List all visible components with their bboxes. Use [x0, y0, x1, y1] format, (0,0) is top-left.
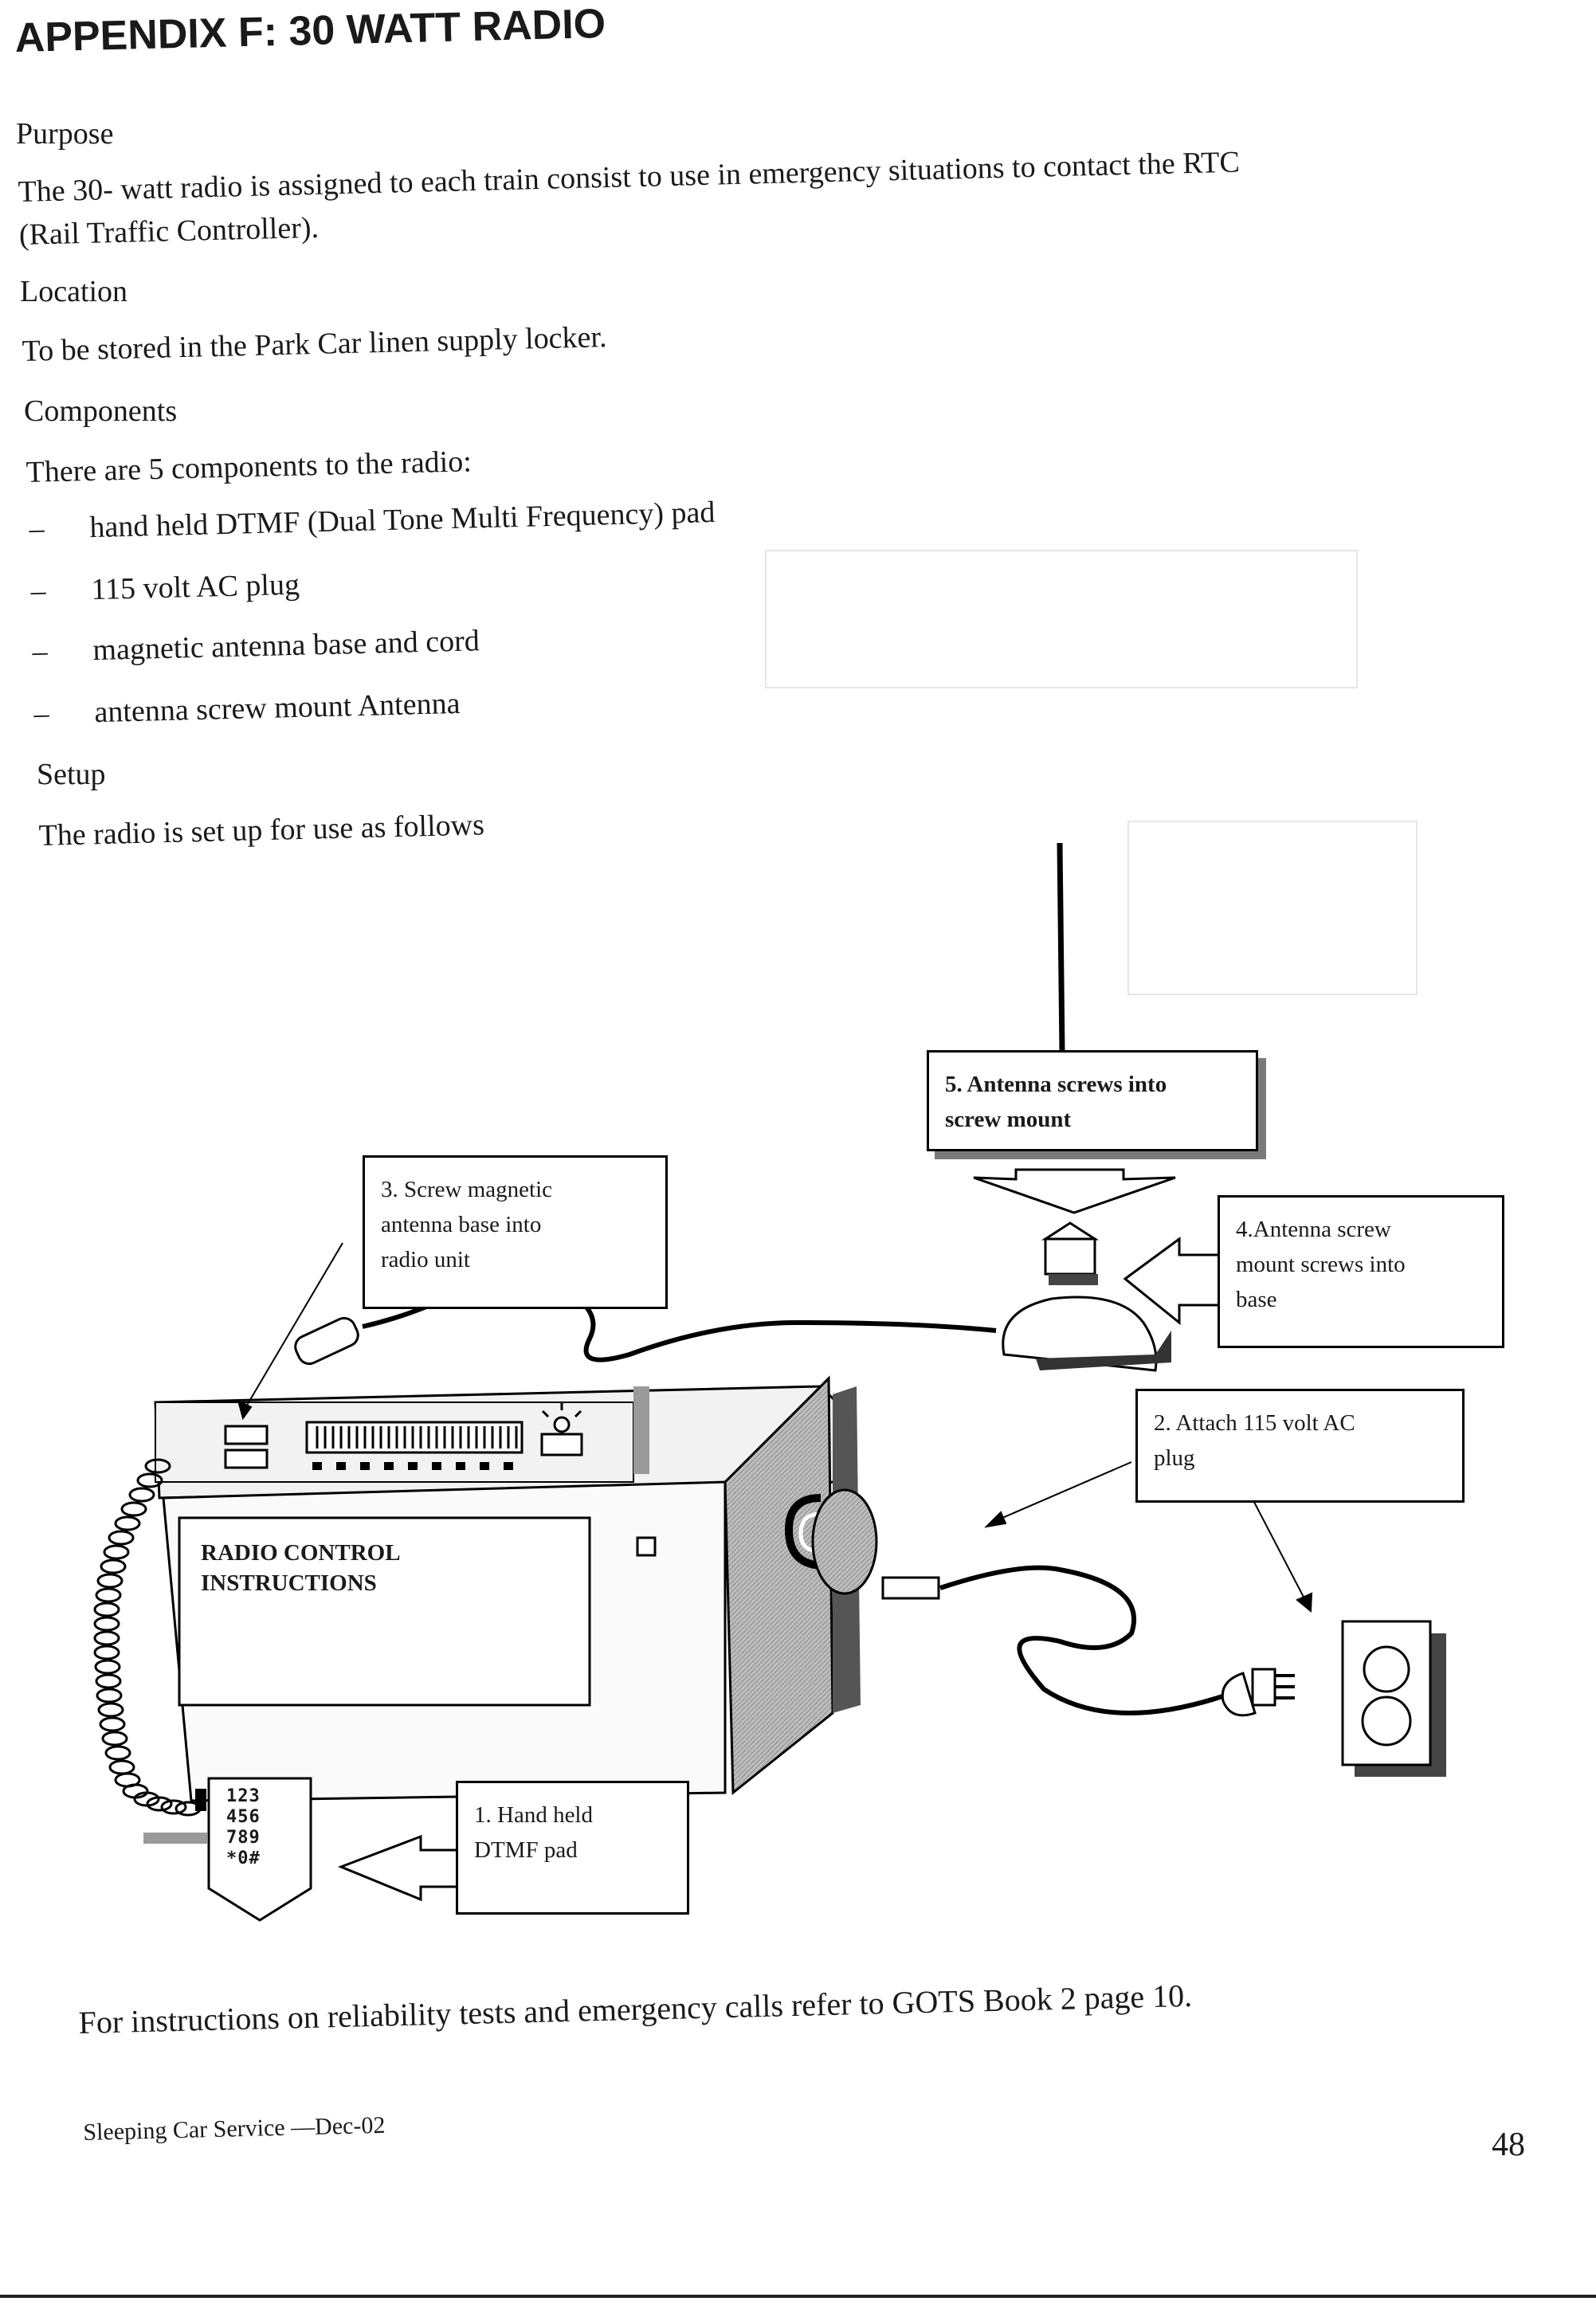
small-switch	[636, 1536, 657, 1557]
ac-plug-icon	[1221, 1668, 1295, 1717]
callout-line: base	[1236, 1287, 1277, 1312]
callout-line: antenna base into	[381, 1212, 542, 1237]
keypad-row: 123	[226, 1786, 261, 1806]
keypad-row: 789	[226, 1828, 261, 1848]
purpose-heading: Purpose	[16, 117, 114, 151]
location-heading: Location	[20, 275, 128, 308]
ac-socket-inner	[798, 1511, 822, 1554]
callout-line: 3. Screw magnetic	[381, 1177, 553, 1202]
components-heading: Components	[24, 394, 178, 428]
callout-line: 5. Antenna screws into	[945, 1072, 1167, 1097]
callout-pointer-step2	[984, 1461, 1313, 1613]
panel-line: INSTRUCTIONS	[201, 1570, 377, 1596]
ac-plug-grommet	[811, 1488, 878, 1595]
wall-outlet-icon	[1341, 1620, 1446, 1777]
screw-mount	[1044, 1237, 1096, 1276]
callout-line: mount screws into	[1236, 1252, 1406, 1277]
radio-button	[224, 1425, 269, 1445]
setup-heading: Setup	[37, 758, 106, 791]
callout-step-5: 5. Antenna screws into screw mount	[927, 1050, 1258, 1151]
callout-pointer-step3	[237, 1242, 343, 1421]
bottom-rule	[0, 2295, 1596, 2298]
keypad-row: *0#	[226, 1848, 261, 1868]
callout-line: 1. Hand held	[474, 1802, 593, 1828]
bleed-through-box	[765, 550, 1358, 688]
arrow-step5	[973, 1168, 1176, 1214]
callout-step-4: 4.Antenna screw mount screws into base	[1218, 1195, 1504, 1348]
antenna-cable-connector	[294, 1316, 359, 1366]
arrow-step1	[337, 1834, 464, 1902]
power-cord	[939, 1565, 1245, 1715]
callout-step-3: 3. Screw magnetic antenna base into radi…	[363, 1155, 668, 1309]
callout-step-2: 2. Attach 115 volt AC plug	[1135, 1389, 1465, 1503]
callout-line: screw mount	[945, 1107, 1072, 1132]
arrow-step4	[1123, 1237, 1229, 1326]
radio-display	[305, 1421, 524, 1454]
callout-step-1: 1. Hand held DTMF pad	[456, 1781, 689, 1915]
callout-line: radio unit	[381, 1247, 470, 1272]
indicator-dots	[312, 1462, 513, 1470]
power-cord-connector	[881, 1576, 940, 1600]
callout-line: 4.Antenna screw	[1236, 1217, 1391, 1242]
dtmf-keypad-icon	[195, 1777, 312, 1922]
coiled-cord-shadow	[143, 1833, 207, 1844]
antenna-rod	[1057, 842, 1065, 1053]
display-bars	[316, 1426, 518, 1449]
instruction-panel	[178, 1516, 591, 1707]
callout-line: plug	[1154, 1445, 1195, 1471]
keypad-keys: 123 456 789 *0#	[226, 1786, 261, 1869]
callout-line: 2. Attach 115 volt AC	[1154, 1410, 1355, 1436]
page-number: 48	[1492, 2127, 1525, 2163]
ac-socket	[784, 1494, 825, 1570]
keypad-row: 456	[226, 1807, 261, 1827]
magnetic-antenna-base-icon	[1002, 1221, 1171, 1372]
power-lamp-icon	[540, 1402, 583, 1456]
panel-line: RADIO CONTROL	[201, 1540, 401, 1566]
coiled-cord	[93, 1458, 202, 1817]
bleed-through-box	[1127, 821, 1418, 995]
radio-top-strip-shade	[633, 1386, 649, 1474]
instruction-panel-text: RADIO CONTROL INSTRUCTIONS	[201, 1538, 401, 1598]
radio-button	[224, 1449, 269, 1469]
callout-line: DTMF pad	[474, 1837, 578, 1863]
